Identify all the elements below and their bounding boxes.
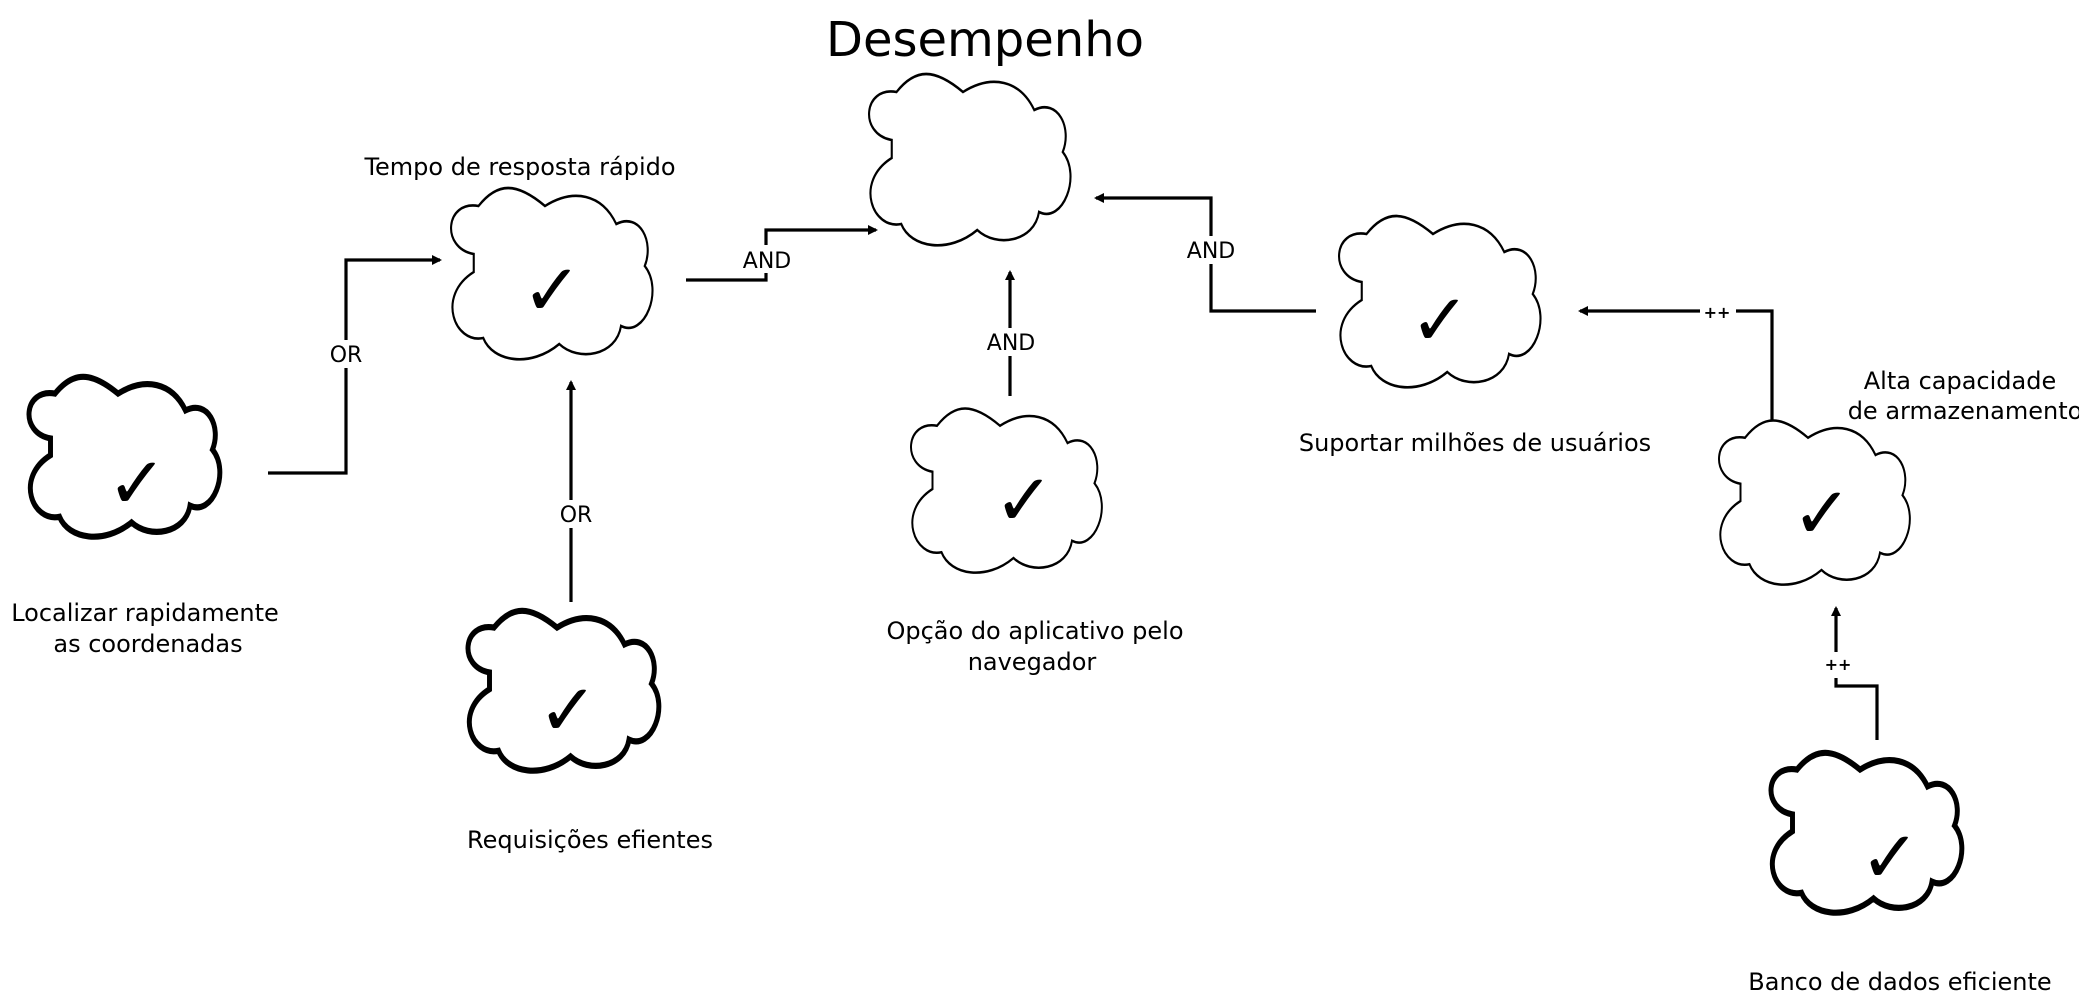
edge-alta-suportar[interactable] [1578,306,1774,420]
edge-label-or: OR [560,503,593,528]
opcao-label-line2: navegador [968,648,1097,676]
diagram-title: Desempenho [826,12,1144,68]
alta-label-line2: de armazenamento [1848,397,2079,425]
check-icon: ✓ [1792,471,1852,555]
localizar-label-line1: Localizar rapidamente [11,599,279,627]
edge-label-plusplus: ++ [1825,655,1852,674]
check-icon: ✓ [994,458,1054,542]
edge-label-bg [1180,236,1240,264]
edge-label-bg [738,245,794,273]
edge-label-bg [980,328,1040,356]
suportar-label: Suportar milhões de usuários [1299,429,1651,457]
edge-label-bg [322,340,370,368]
check-icon: ✓ [522,248,582,332]
edge-label-bg [1700,300,1736,324]
edge-banco-alta[interactable] [1831,606,1879,740]
softgoal-desempenho[interactable] [867,72,1072,247]
banco-label: Banco de dados eficiente [1748,968,2051,996]
edge-label-or: OR [330,343,363,368]
check-icon: ✓ [538,668,598,752]
edge-label-and: AND [987,331,1035,356]
tempo-label: Tempo de resposta rápido [363,153,675,181]
edge-label-plusplus: ++ [1704,303,1731,322]
check-icon: ✓ [107,441,167,525]
check-icon: ✓ [1410,278,1470,362]
opcao-label-line1: Opção do aplicativo pelo [886,617,1183,645]
alta-label-line1: Alta capacidade [1864,367,2056,395]
localizar-label-line2: as coordenadas [53,630,242,658]
edge-label-and: AND [743,249,791,274]
requisicoes-label: Requisições efientes [467,826,713,854]
edge-label-bg [1822,652,1854,678]
check-icon: ✓ [1860,815,1920,899]
edge-label-bg [550,500,594,528]
edge-label-and: AND [1187,239,1235,264]
